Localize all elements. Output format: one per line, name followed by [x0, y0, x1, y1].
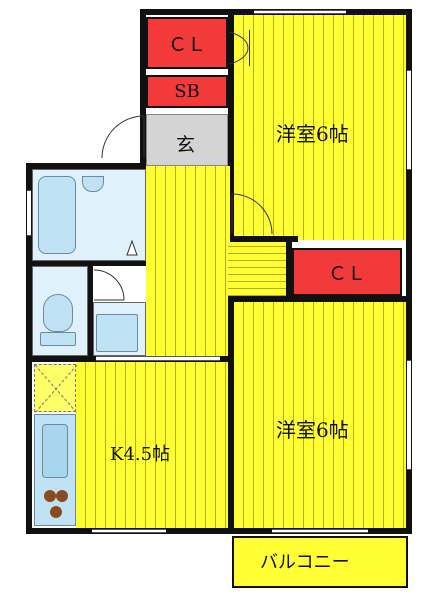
wall-closet-mid-left	[286, 240, 292, 302]
wall-left-upper	[140, 9, 146, 169]
room-label-kitchen: K4.5帖	[110, 444, 171, 465]
window-bottom-kitchen	[92, 529, 166, 533]
entrance-label: 玄	[176, 134, 196, 156]
wall-left	[26, 163, 32, 534]
wall-right	[406, 9, 412, 534]
washbasin	[96, 314, 138, 352]
fridge-space	[34, 364, 78, 414]
wall-western-bottom-top	[228, 296, 406, 302]
closet-mid: ＣＬ	[292, 248, 402, 296]
bathtub	[38, 176, 76, 254]
western-top-door-swing-icon	[231, 193, 273, 235]
corridor-steps	[228, 242, 290, 302]
wall-kitchen-right	[228, 298, 234, 530]
window-top	[254, 10, 346, 14]
kitchen-sliding-door	[96, 356, 220, 361]
window-right-bottom	[407, 360, 411, 470]
closet-top-doors	[228, 30, 250, 66]
balcony-label: バルコニー	[260, 552, 350, 573]
entrance-door-swing-icon	[101, 115, 145, 159]
wall-bathroom-bottom	[32, 261, 146, 266]
room-label-western-bottom: 洋室6帖	[276, 418, 349, 442]
wall-left-step	[26, 163, 146, 169]
western-room-top	[234, 15, 406, 240]
toilet-tank	[40, 332, 76, 346]
wall-bottom	[26, 528, 412, 534]
stove-burner	[50, 506, 62, 518]
wall-western-top-bottom	[228, 236, 298, 242]
bath-vent-icon	[126, 240, 138, 256]
toilet-bowl	[43, 294, 73, 332]
hallway	[146, 166, 230, 358]
stove-burner	[44, 490, 56, 502]
room-label-western-top: 洋室6帖	[276, 122, 349, 146]
closet-top: ＣＬ	[146, 17, 228, 69]
closet-mid-label: ＣＬ	[327, 262, 366, 285]
stove-burner	[56, 490, 68, 502]
window-left-bath	[27, 190, 31, 236]
bath-sink	[82, 176, 104, 192]
closet-door-swing-icon	[229, 31, 249, 65]
fridge-cross-icon	[34, 364, 78, 414]
balcony	[232, 536, 408, 588]
shoe-box: SB	[146, 75, 228, 108]
western-room-bottom	[234, 302, 406, 528]
window-right-top	[407, 70, 411, 170]
closet-top-label: ＣＬ	[167, 33, 206, 56]
toilet-door-swing-icon	[93, 269, 125, 301]
wall-toilet-right	[88, 266, 93, 358]
window-bottom-western	[272, 529, 368, 533]
kitchen-sink	[42, 424, 68, 478]
entrance	[146, 114, 228, 166]
shoe-box-label: SB	[174, 81, 200, 102]
wall-western-top-left	[228, 15, 234, 240]
kitchen	[76, 362, 228, 528]
